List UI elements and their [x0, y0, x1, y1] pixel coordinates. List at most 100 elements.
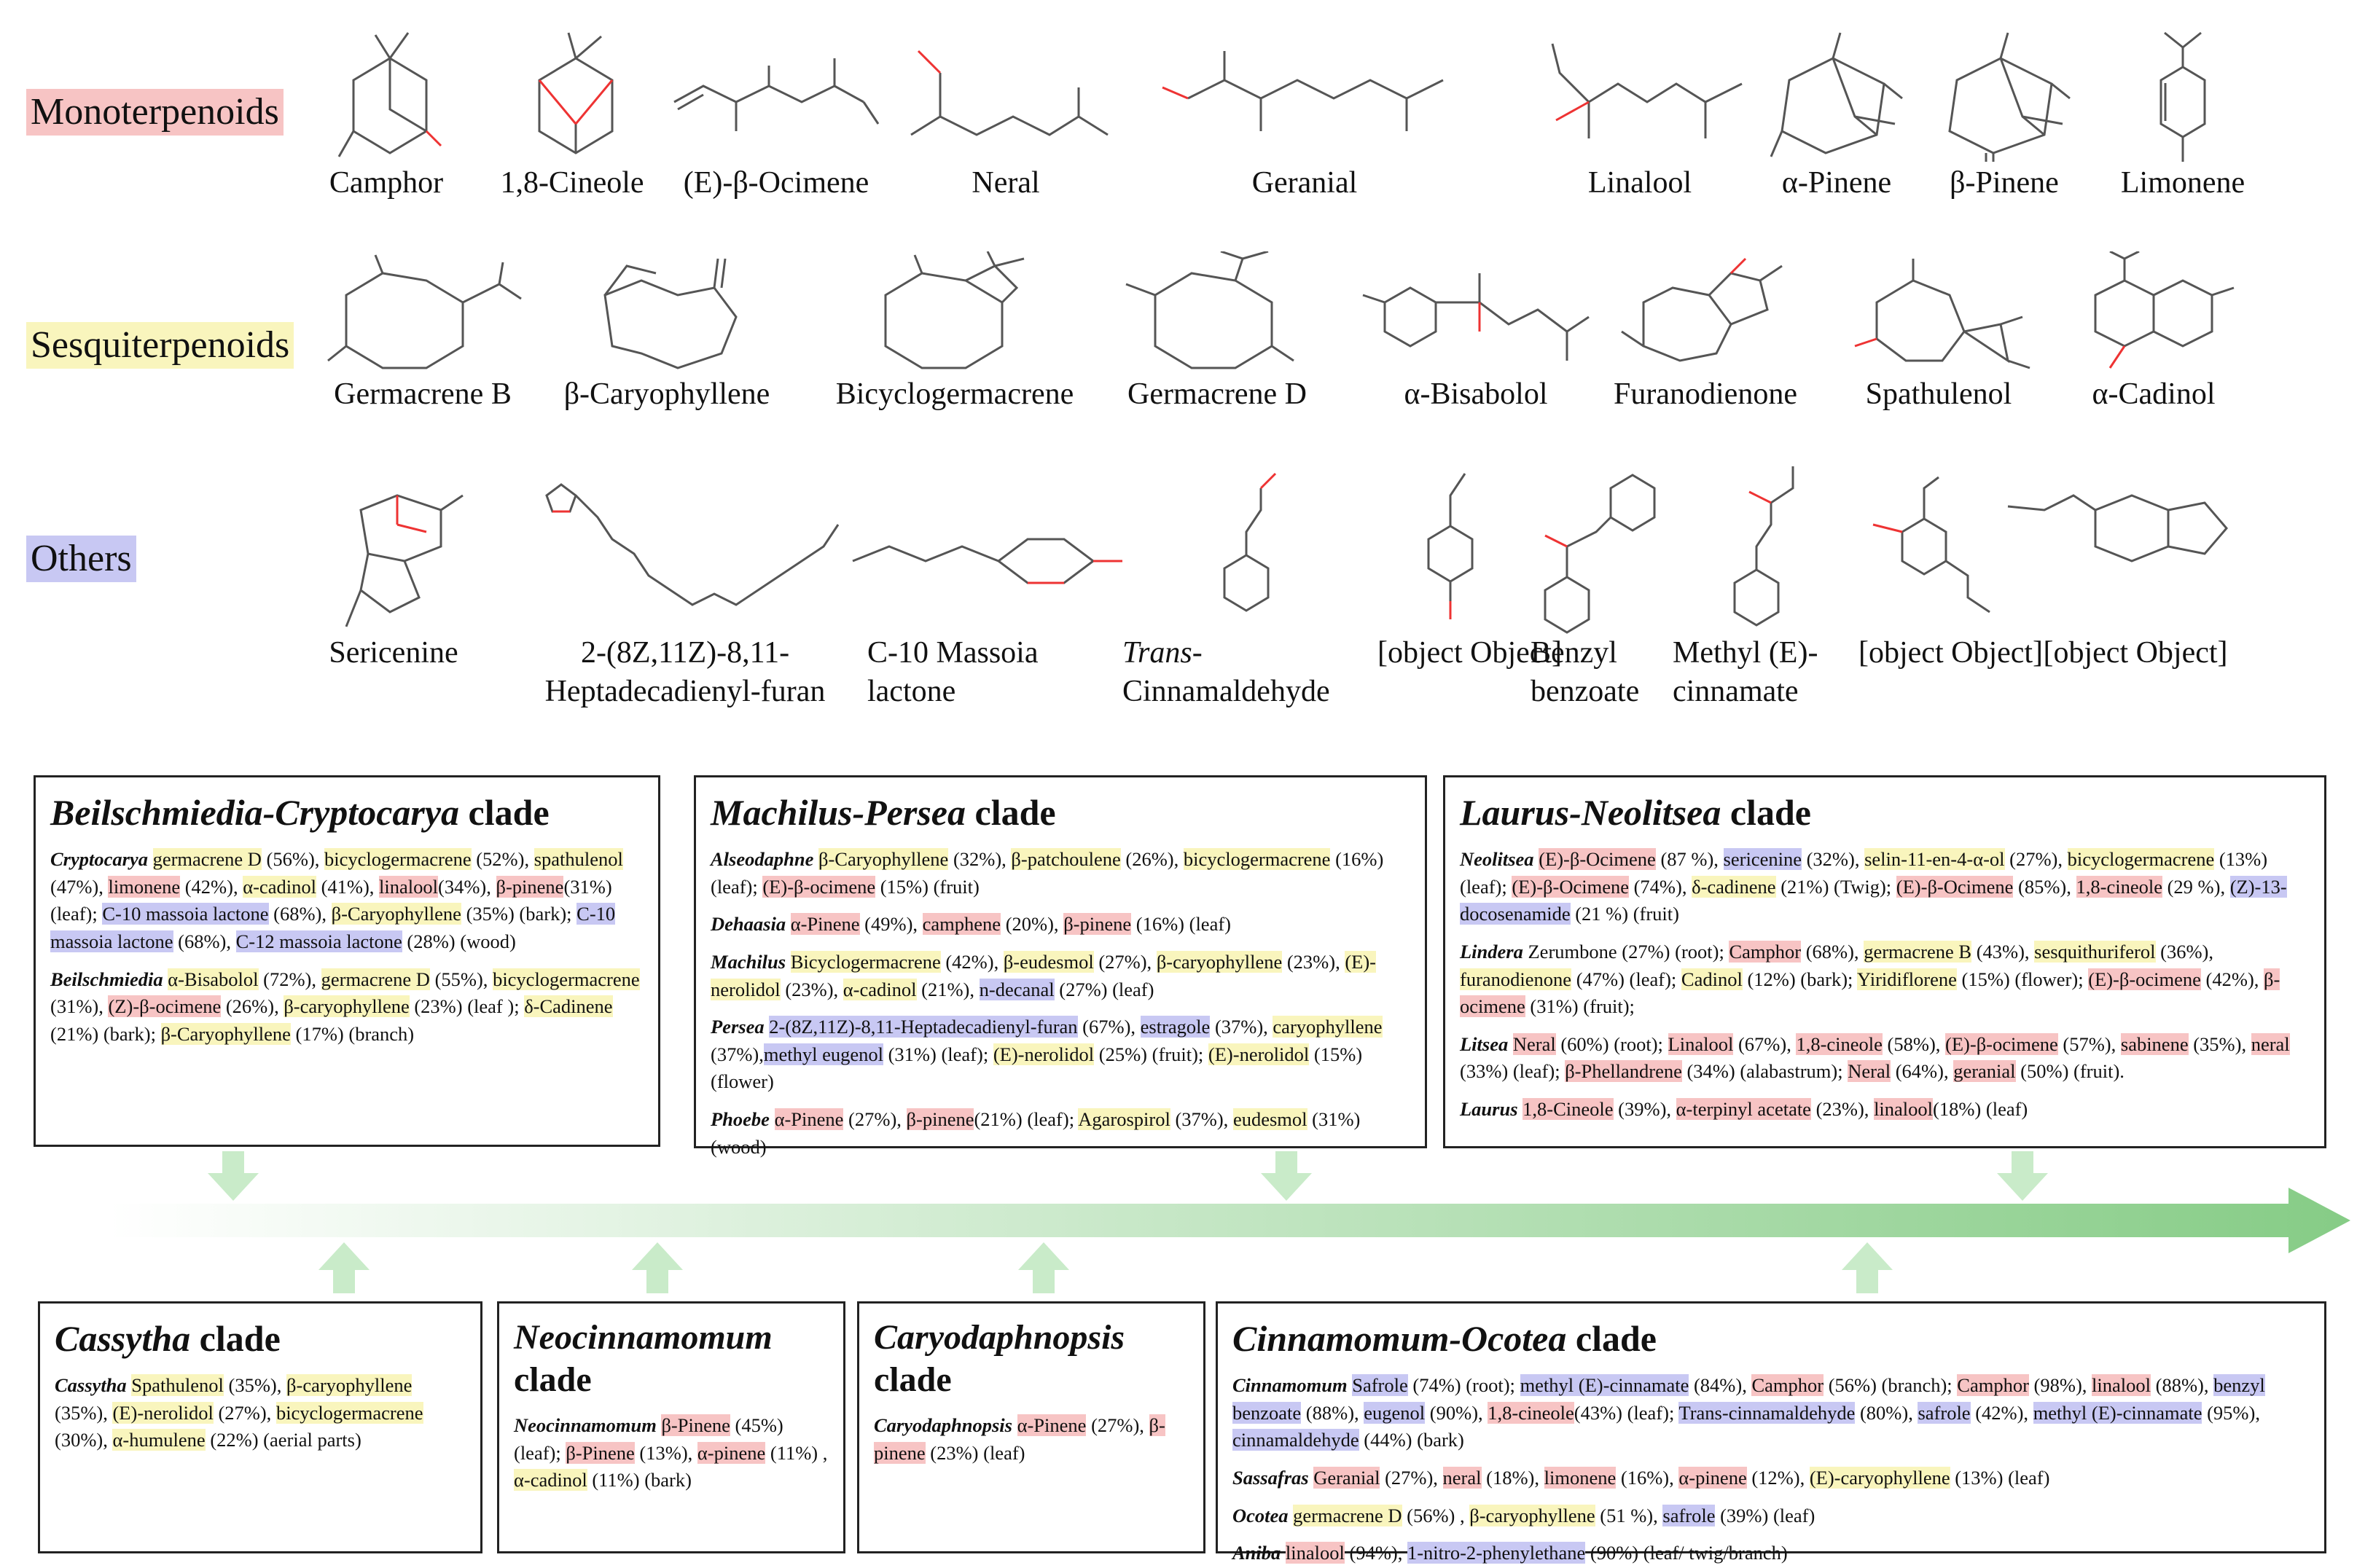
- entry-text: (67%),: [1733, 1032, 1797, 1055]
- clade-box-machilus-persea: Machilus-Persea clade Alseodaphne β-Cary…: [694, 775, 1427, 1158]
- compound-highlight: (E)-β-Ocimene: [1896, 875, 2014, 898]
- compound-highlight: Safrole: [1352, 1374, 1408, 1396]
- compound-highlight: Neral: [1512, 1032, 1556, 1055]
- compound-highlight: δ-cadinene: [1692, 875, 1776, 898]
- compound-highlight: α-Pinene: [790, 913, 860, 936]
- entry-text: (42%),: [940, 950, 1004, 973]
- compound-name-line2: benzoate: [1531, 674, 1640, 708]
- compound-highlight: camphene: [922, 913, 1001, 936]
- alpha-cadinol-structure: [2094, 251, 2235, 369]
- entry-text: (29 %),: [2162, 875, 2230, 898]
- clade-title: Beilschmiedia-Cryptocarya clade: [50, 792, 550, 833]
- entry-text: (27%),: [213, 1401, 276, 1424]
- entry-text: (28%) (wood): [402, 930, 516, 952]
- compound-highlight: β-caryophyllene: [286, 1374, 413, 1396]
- genus-name: Laurus: [1460, 1098, 1518, 1120]
- entry-text: Zerumbone (27%) (root);: [1523, 940, 1729, 963]
- clade-title: Cinnamomum-Ocotea clade: [1232, 1318, 1657, 1359]
- entry-text: (56%) (branch);: [1824, 1374, 1958, 1396]
- compound-name: Spathulenol: [1865, 377, 2012, 411]
- compound-name: Geranial: [1251, 166, 1358, 200]
- compound-methyl-cinnamate: Methyl (E)- cinnamate: [1673, 466, 1855, 710]
- compound-highlight: sesquithuriferol: [2034, 940, 2156, 963]
- clade-box-cinnamomum-ocotea: Cinnamomum-Ocotea clade Cinnamomum Safro…: [1216, 1301, 2326, 1564]
- entry-text: (25%) (fruit);: [1094, 1043, 1208, 1065]
- entry-text: (31%) (leaf);: [50, 875, 612, 925]
- entry-text: (35%),: [55, 1401, 113, 1424]
- compound-highlight: germacrene D: [152, 848, 262, 870]
- compound-name: Neral: [972, 166, 1040, 200]
- compound-highlight: β-Pinene: [566, 1441, 635, 1464]
- bicyclogermacrene-structure: [884, 251, 1025, 369]
- compound-name: Camphor: [329, 166, 444, 200]
- genus-entry: Ocotea germacrene D (56%) , β-caryophyll…: [1232, 1502, 2310, 1530]
- entry-text: (80%),: [1855, 1401, 1918, 1424]
- beta-pinene-structure: [1948, 32, 2071, 162]
- genus-entry: Sassafras Geranial (27%), neral (18%), l…: [1232, 1465, 2310, 1492]
- compound-name-line2: cinnamate: [1673, 674, 1799, 708]
- genus-entry: Lindera Zerumbone (27%) (root); Camphor …: [1460, 938, 2310, 1021]
- compound-highlight: linalool: [379, 875, 439, 898]
- entry-text: (64%),: [1891, 1060, 1954, 1083]
- genus-name: Dehaasia: [711, 913, 786, 936]
- entry-text: (37%),: [1170, 1108, 1233, 1130]
- entry-text: (30%),: [55, 1429, 113, 1451]
- compound-highlight: bicyclogermacrene: [324, 848, 472, 870]
- compound-highlight: C-12 massoia lactone: [235, 930, 402, 952]
- compound-highlight: Camphor: [1751, 1374, 1824, 1396]
- entry-text: (27%) (leaf): [1054, 978, 1154, 1000]
- compound-sericenine: Sericenine: [313, 466, 474, 673]
- geranial-structure: [1162, 51, 1444, 131]
- compound-highlight: α-Pinene: [1017, 1414, 1087, 1437]
- compound-highlight: β-pinene: [906, 1108, 974, 1130]
- entry-text: (18%),: [1481, 1466, 1544, 1489]
- compound-bicyclogermacrene: Bicyclogermacrene: [816, 251, 1093, 414]
- entry-text: (23%),: [780, 978, 843, 1000]
- category-label-sesquiterpenoids: Sesquiterpenoids: [26, 322, 294, 369]
- genus-name: Phoebe: [711, 1108, 770, 1130]
- compound-name: Bicyclogermacrene: [835, 377, 1074, 411]
- compound-highlight: n-decanal: [979, 978, 1055, 1000]
- entry-text: (27%),: [843, 1108, 907, 1130]
- clade-title: Machilus-Persea clade: [711, 792, 1056, 833]
- clade-entries: Alseodaphne β-Caryophyllene (32%), β-pat…: [711, 846, 1410, 1161]
- compound-heptadecadienyl-furan: 2-(8Z,11Z)-8,11- Heptadecadienyl-furan: [514, 466, 856, 710]
- genus-entry: Cinnamomum Safrole (74%) (root); methyl …: [1232, 1372, 2310, 1454]
- limonene-structure: [2159, 31, 2206, 162]
- arrow-up-icon: [1842, 1242, 1893, 1293]
- entry-text: (42%),: [2200, 968, 2264, 990]
- ocimene-structure: [673, 58, 880, 131]
- genus-entry: Neocinnamomum β-Pinene (45%) (leaf); β-P…: [514, 1412, 829, 1494]
- compound-highlight: 2-(8Z,11Z)-8,11-Heptadecadienyl-furan: [769, 1016, 1078, 1038]
- entry-text: [770, 1108, 775, 1130]
- compound-highlight: 1,8-cineole: [1796, 1032, 1883, 1055]
- compound-name: β-Caryophyllene: [563, 377, 770, 411]
- compound-highlight: α-terpinyl acetate: [1676, 1098, 1811, 1120]
- linalool-structure: [1551, 43, 1743, 138]
- compound-name: Sericenine: [329, 636, 458, 670]
- entry-text: (21%) (leaf);: [974, 1108, 1079, 1130]
- compound-highlight: germacrene D: [321, 968, 430, 990]
- compound-name: α-Pinene: [1781, 166, 1892, 200]
- entry-text: (42%),: [180, 875, 243, 898]
- compound-highlight: selin-11-en-4-α-ol: [1864, 848, 2005, 870]
- entry-text: (31%) (wood): [711, 1108, 1361, 1158]
- compound-neral: Neral: [896, 29, 1115, 203]
- entry-text: (16%),: [1616, 1466, 1679, 1489]
- compound-highlight: β-caryophyllene: [1469, 1504, 1595, 1526]
- compound-highlight: C-10 massoia lactone: [102, 903, 269, 925]
- entry-text: (58%),: [1882, 1032, 1946, 1055]
- clade-title: Laurus-Neolitsea clade: [1460, 792, 1811, 833]
- eugenol-structure: [1872, 476, 1990, 614]
- compound-germacrene-b: Germacrene B: [313, 251, 532, 414]
- compound-highlight: Camphor: [1729, 940, 1802, 963]
- compound-spathulenol: Spathulenol: [1837, 251, 2041, 414]
- c10-massoia-lactone-structure: [852, 538, 1122, 584]
- compound-highlight: germacrene B: [1864, 940, 1972, 963]
- entry-text: (32%),: [948, 848, 1012, 870]
- genus-name: Caryodaphnopsis: [874, 1414, 1012, 1437]
- entry-text: (52%),: [471, 848, 534, 870]
- entry-text: (68%),: [1801, 940, 1864, 963]
- genus-entry: Litsea Neral (60%) (root); Linalool (67%…: [1460, 1031, 2310, 1086]
